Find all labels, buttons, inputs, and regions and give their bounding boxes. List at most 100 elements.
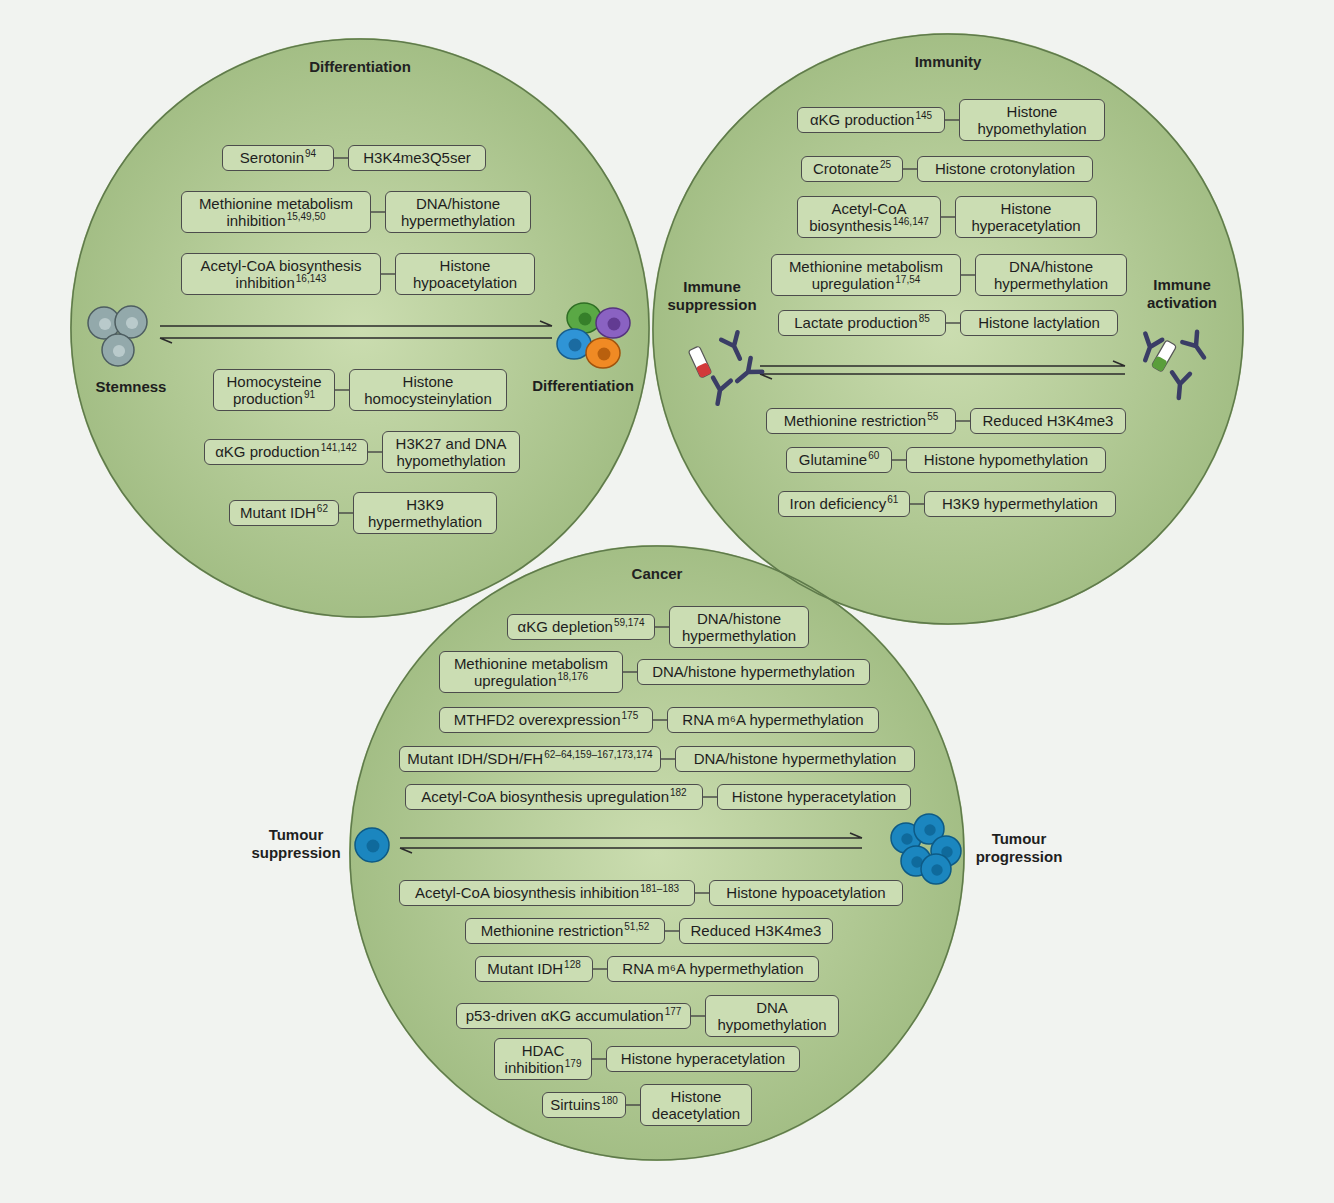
reverse-arrow [400,848,862,853]
box-text: Acetyl-CoA biosynthesis inhibition [415,884,639,901]
box-text: Histone lactylation [978,314,1100,331]
factor-box: DNA hypomethylation [705,995,839,1038]
box-text: HDAC inhibition [505,1042,565,1076]
title-holder: Immunity [652,53,1244,71]
box-text: αKG depletion [518,618,613,635]
reference-number: 182 [670,787,687,798]
reference-number: 179 [565,1058,582,1069]
box-text: Methionine restriction [481,922,624,939]
factor-box: αKG production145 [797,107,945,132]
circle-title: Immunity [915,53,982,70]
cell-icon [586,338,620,368]
reference-number: 55 [927,411,938,422]
factor-box: Histone hypomethylation [959,99,1105,142]
cell-nucleus [901,833,912,844]
link-line [695,892,709,893]
link-line [691,1015,705,1016]
link-line [665,930,679,931]
pole-label: Differentiation [532,377,634,394]
box-text: DNA/histone hypermethylation [682,610,796,644]
factor-box: Acetyl-CoA biosynthesis inhibition16,143 [181,253,381,296]
factor-box: Acetyl-CoA biosynthesis inhibition181–18… [399,880,695,905]
box-text: RNA m⁶A hypermethylation [682,711,863,728]
box-text: H3K27 and DNA hypomethylation [396,435,507,469]
forward-arrow [160,321,552,326]
antibody-icon [1170,372,1190,398]
reference-number: 61 [887,494,898,505]
box-text: αKG production [810,111,915,128]
reference-number: 18,176 [557,671,588,682]
region-circle: CancerαKG depletion59,174DNA/histone hyp… [349,545,965,1161]
factor-box: Methionine restriction51,52 [465,918,665,943]
factor-box: Histone hyperacetylation [955,196,1097,239]
box-text: Serotonin [240,149,304,166]
antibody-icon [721,332,748,362]
box-text: Mutant IDH [240,504,316,521]
box-text: Acetyl-CoA biosynthesis inhibition [201,257,362,291]
box-text: Histone hypomethylation [977,103,1086,137]
link-line [661,758,675,759]
reference-number: 128 [564,959,581,970]
factor-box: Methionine metabolism upregulation17,54 [771,254,961,297]
circle-fill [70,38,650,618]
circle-fill [652,33,1244,625]
factor-box: Homocysteine production91 [213,369,335,412]
antibody-icon [1137,334,1162,364]
factor-box: Mutant IDH/SDH/FH62–64,159–167,173,174 [399,746,661,771]
reference-number: 17,54 [895,274,920,285]
box-text: RNA m⁶A hypermethylation [622,960,803,977]
box-text: Histone crotonylation [935,160,1075,177]
cell-icon [115,306,147,338]
factor-box: Serotonin94 [222,145,334,170]
factor-box: Reduced H3K4me3 [679,918,833,943]
box-text: αKG production [215,443,320,460]
factor-box: Histone deacetylation [640,1084,752,1127]
factor-box: Methionine metabolism upregulation18,176 [439,651,623,694]
factor-box: Histone hyperacetylation [606,1046,800,1071]
reference-number: 62–64,159–167,173,174 [544,749,652,760]
factor-box: Methionine metabolism inhibition15,49,50 [181,191,371,234]
box-text: Glutamine [799,451,867,468]
title-holder: Differentiation [70,58,650,76]
region-circle: Immunity αKG production145 Histone hypomet… [652,33,1244,625]
link-line [946,322,960,323]
box-text: Histone hyperacetylation [971,200,1080,234]
link-line [593,968,607,969]
reference-number: 15,49,50 [287,211,326,222]
circle-fill [349,545,965,1161]
double-arrow [160,321,1125,853]
box-text: Iron deficiency [790,495,887,512]
link-line [655,626,669,627]
factor-box: DNA/histone hypermethylation [385,191,531,234]
cell-nucleus [113,345,125,357]
antibody-icon [709,378,731,406]
reverse-arrow [760,374,1125,379]
box-text: Methionine restriction [784,412,927,429]
box-text: Mutant IDH/SDH/FH [407,750,543,767]
link-line [961,274,975,275]
cell-nucleus [367,840,380,853]
reference-number: 85 [919,313,930,324]
factor-box: Sirtuins180 [542,1092,626,1117]
box-text: DNA/histone hypermethylation [652,663,855,680]
factor-box: Crotonate25 [801,156,903,181]
factor-box: H3K9 hypermethylation [924,491,1116,516]
box-text: DNA hypomethylation [717,999,826,1033]
link-line [892,459,906,460]
label-holder: Stemness [96,378,167,396]
reference-number: 181–183 [640,883,679,894]
box-text: H3K4me3Q5ser [363,149,471,166]
factor-box: p53-driven αKG accumulation177 [456,1003,691,1028]
circle-border [350,546,964,1160]
link-line [910,503,924,504]
box-text: p53-driven αKG accumulation [466,1007,664,1024]
label-holder: Immune activation [1136,276,1228,312]
link-line [339,512,353,513]
factor-box: HDAC inhibition179 [494,1038,592,1081]
link-line [334,157,348,158]
pole-label: Tumour suppression [251,826,340,861]
factor-box: H3K27 and DNA hypomethylation [382,431,520,474]
reference-number: 94 [305,148,316,159]
box-text: Histone hyperacetylation [621,1050,785,1067]
